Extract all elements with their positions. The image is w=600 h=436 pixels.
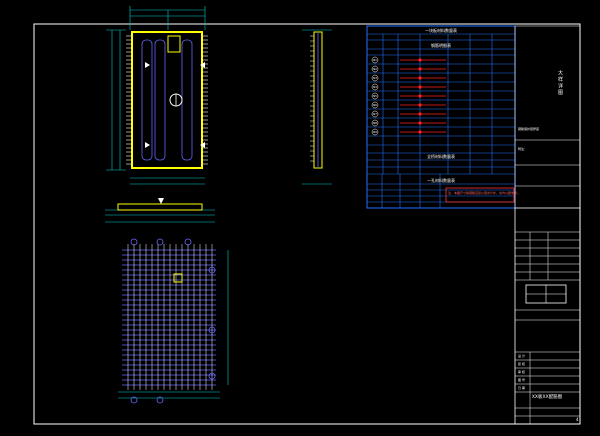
table1-title: 一块板材料数量表 — [425, 27, 457, 33]
table4-title: 一孔材料数量表 — [427, 177, 455, 183]
bar-shape-point — [418, 85, 422, 89]
page-number: 4 — [576, 417, 579, 422]
bar-mark-bubble — [184, 238, 192, 246]
bar-mark-label: N5 — [373, 94, 377, 98]
section-view[interactable] — [105, 198, 215, 223]
bar-shape-point — [418, 121, 422, 125]
drawing-title: XX板XX配筋图 — [532, 393, 563, 400]
side-note-line1: 钢筋保护层厚度 — [518, 126, 539, 131]
bar-mark-label: N8 — [373, 121, 377, 125]
note-text: 注：本图尺寸除钢筋直径以毫米计外，余均以厘米计。 — [448, 190, 520, 195]
side-view[interactable] — [302, 29, 332, 185]
notes-panel: 大 样 详 图 钢筋保护层厚度 附注： — [514, 25, 580, 208]
table2-title: 钢筋明细表 — [431, 42, 451, 48]
vertical-title: 大 样 详 图 — [557, 69, 563, 96]
bar-mark-label: N9 — [373, 130, 377, 134]
bar-shape-point — [418, 94, 422, 98]
bar-mark-bubble — [208, 266, 216, 274]
bar-shape-point — [418, 112, 422, 116]
bar-shape-point — [418, 67, 422, 71]
bar-mark-label: N1 — [373, 58, 377, 62]
bar-mark-bubble — [208, 372, 216, 380]
bar-mark-circle — [371, 110, 379, 118]
bar-mark-bubble — [130, 396, 138, 404]
title-block[interactable]: 设 计复 核审 核图 号日 期 XX板XX配筋图 4 — [514, 207, 581, 425]
bar-mark-circle — [371, 83, 379, 91]
title-block-row-label: 复 核 — [518, 361, 525, 366]
bar-shape-point — [418, 76, 422, 80]
bar-mark-circle — [371, 101, 379, 109]
bar-mark-circle — [371, 65, 379, 73]
schedule-tables[interactable]: 一块板材料数量表 钢筋明细表 全桥材料数量表 一孔材料数量表 N1N2N3N4N… — [366, 25, 520, 209]
bar-mark-bubble — [208, 326, 216, 334]
bar-mark-label: N7 — [373, 112, 377, 116]
bar-mark-bubble — [156, 238, 164, 246]
title-block-row-label: 审 核 — [518, 369, 525, 374]
bar-shape-point — [418, 130, 422, 134]
drawing-frame — [33, 23, 581, 425]
bar-mark-label: N3 — [373, 76, 377, 80]
bar-mark-label: N4 — [373, 85, 377, 89]
bar-mark-circle — [371, 119, 379, 127]
slab-outline — [131, 31, 203, 169]
bar-shape-point — [418, 58, 422, 62]
table3-title: 全桥材料数量表 — [427, 153, 455, 159]
bar-mark-circle — [371, 56, 379, 64]
title-block-row-label: 日 期 — [518, 385, 525, 390]
bar-mark-circle — [371, 128, 379, 136]
bar-mark-label: N6 — [373, 103, 377, 107]
plan-view[interactable] — [106, 6, 208, 185]
bar-shape-point — [418, 103, 422, 107]
note-box — [445, 187, 515, 203]
bar-mark-circle — [371, 74, 379, 82]
rebar-layout-view[interactable] — [118, 238, 229, 404]
bar-mark-circle — [371, 92, 379, 100]
title-block-row-label: 设 计 — [518, 353, 525, 358]
title-block-row-label: 图 号 — [518, 377, 525, 382]
side-note-line2: 附注： — [518, 146, 527, 151]
bar-mark-bubble — [156, 396, 164, 404]
bar-mark-label: N2 — [373, 67, 377, 71]
bar-mark-bubble — [130, 238, 138, 246]
